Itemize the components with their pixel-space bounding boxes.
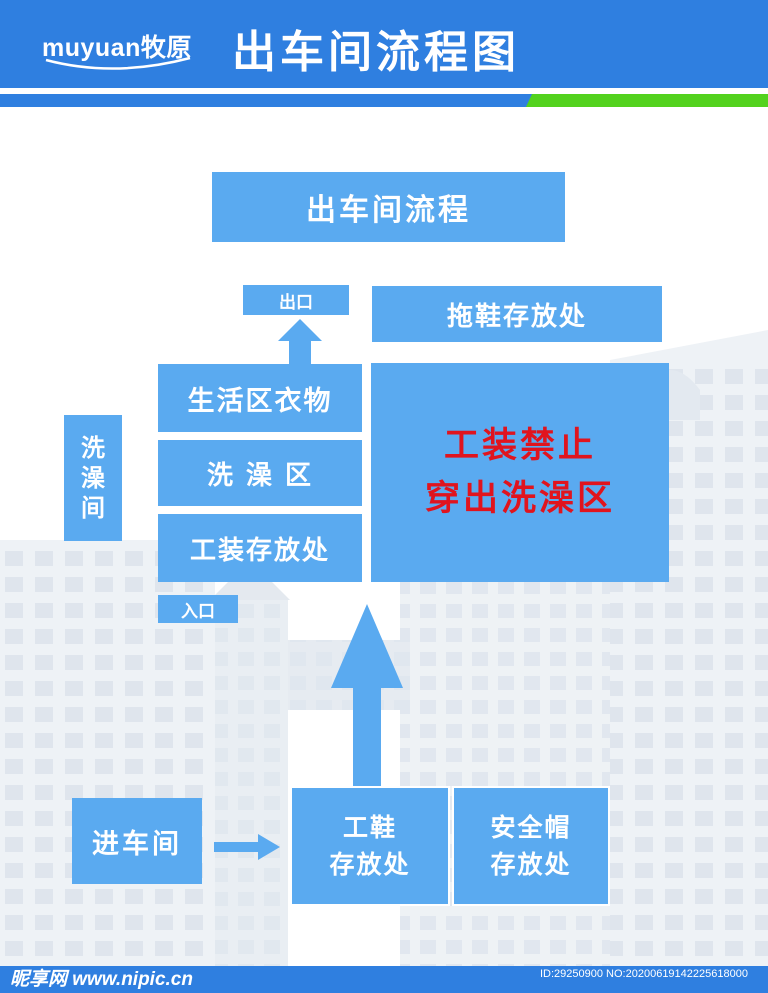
arrow-up-large-icon [331, 604, 403, 786]
shower-room-box: 洗 澡 间 [64, 415, 122, 541]
entrance-box: 入口 [158, 595, 238, 623]
shower-room-label: 洗 澡 间 [81, 433, 105, 522]
footer-id-text: ID:29250900 NO:20200619142225618000 [540, 968, 748, 980]
warning-box: 工装禁止 穿出洗澡区 [371, 363, 669, 582]
entrance-label: 入口 [181, 601, 215, 622]
footer-bar [0, 966, 768, 993]
header-stripe-blue [0, 94, 540, 107]
slipper-storage-label: 拖鞋存放处 [446, 301, 587, 332]
flow-heading-label: 出车间流程 [306, 193, 471, 228]
living-clothes-label: 生活区衣物 [187, 385, 333, 417]
helmet-line-1: 安全帽 [490, 812, 572, 842]
living-clothes-box: 生活区衣物 [158, 364, 362, 432]
arrow-right-icon [214, 834, 280, 860]
exit-label: 出口 [279, 292, 313, 313]
page-title: 出车间流程图 [232, 27, 520, 78]
helmet-line-2: 存放处 [490, 850, 572, 879]
slipper-storage-box: 拖鞋存放处 [372, 286, 662, 342]
enter-workshop-box: 进车间 [72, 798, 202, 884]
workshoe-line-2: 存放处 [329, 850, 411, 879]
footer-watermark: 昵享网 www.nipic.cn [10, 969, 193, 990]
arrow-up-to-exit-icon [278, 319, 322, 365]
workshoe-storage-box: 工鞋 存放处 [290, 786, 450, 906]
shower-area-box: 洗 澡 区 [158, 440, 362, 506]
workwear-storage-box: 工装存放处 [158, 514, 362, 582]
enter-workshop-label: 进车间 [92, 828, 182, 860]
header-bar [0, 0, 768, 88]
flow-heading-box: 出车间流程 [212, 172, 565, 242]
logo-swoosh-icon [45, 56, 191, 70]
shower-area-label: 洗 澡 区 [206, 460, 314, 491]
warning-line-2: 穿出洗澡区 [424, 477, 615, 519]
exit-box: 出口 [243, 285, 349, 315]
warning-line-1: 工装禁止 [443, 425, 596, 466]
company-logo: muyuan牧原 [42, 34, 192, 62]
workshoe-line-1: 工鞋 [342, 812, 397, 842]
helmet-storage-box: 安全帽 存放处 [452, 786, 610, 906]
workwear-storage-label: 工装存放处 [189, 535, 330, 566]
header-stripe-green-fill [560, 94, 768, 107]
